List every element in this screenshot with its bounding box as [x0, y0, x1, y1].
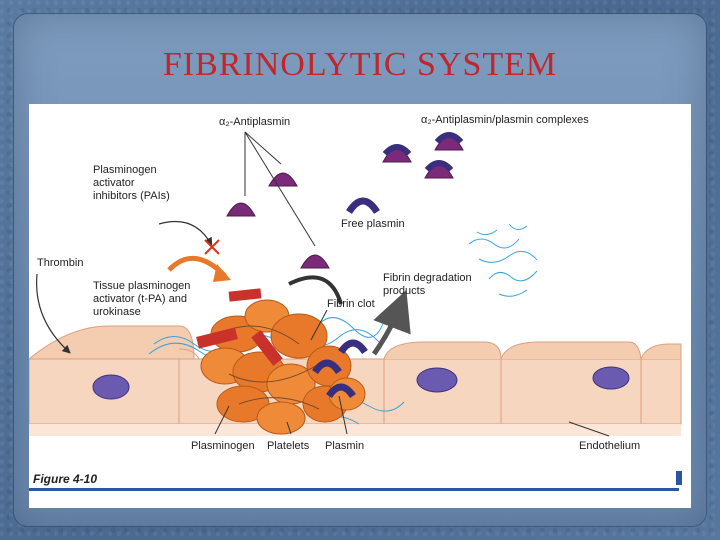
figure-illustration [29, 131, 682, 437]
fibrinolysis-figure: α₂-Antiplasmin α₂-Antiplasmin/plasmin co… [29, 104, 691, 508]
bottom-label-pointers [214, 395, 610, 437]
caption-rule [29, 488, 679, 491]
label-platelets: Platelets [267, 440, 310, 452]
clot-platelets [196, 288, 366, 435]
inhibition-mark [204, 239, 220, 255]
label-thrombin: Thrombin [37, 257, 84, 269]
thrombin-arrow [36, 273, 71, 354]
degradation-arrow [371, 290, 411, 356]
nucleus-2 [416, 367, 458, 393]
antiplasmin-pointers [244, 131, 316, 247]
label-free-plasmin: Free plasmin [341, 218, 405, 230]
label-endothelium: Endothelium [579, 440, 641, 452]
label-plasminogen: Plasminogen [191, 440, 255, 452]
endothelium-layer [29, 325, 682, 436]
label-complexes: α₂-Antiplasmin/plasmin complexes [421, 114, 589, 126]
antiplasmin-plasmin-complexes [382, 132, 464, 179]
fibrin-clot-pointer [310, 309, 328, 341]
nucleus-3 [592, 366, 630, 390]
label-fibrin-degradation: Fibrin degradation products [383, 272, 472, 297]
clot-curve-arrow [288, 275, 343, 305]
label-fibrin-clot: Fibrin clot [327, 298, 375, 310]
label-tpa: Tissue plasminogen activator (t-PA) and … [93, 280, 191, 318]
slide-title: FIBRINOLYTIC SYSTEM [162, 46, 558, 83]
corner-mark [676, 471, 682, 485]
free-plasmin-molecule [346, 197, 380, 215]
label-alpha2-antiplasmin: α₂-Antiplasmin [219, 116, 291, 128]
pai-arrow [158, 220, 213, 247]
label-pai: Plasminogen activator inhibitors (PAIs) [93, 164, 170, 202]
nucleus-1 [92, 374, 130, 400]
antiplasmin-molecules [226, 172, 330, 269]
figure-caption: Figure 4-10 [33, 472, 98, 486]
label-plasmin: Plasmin [325, 440, 365, 452]
clot-bound-plasmin [312, 339, 368, 399]
